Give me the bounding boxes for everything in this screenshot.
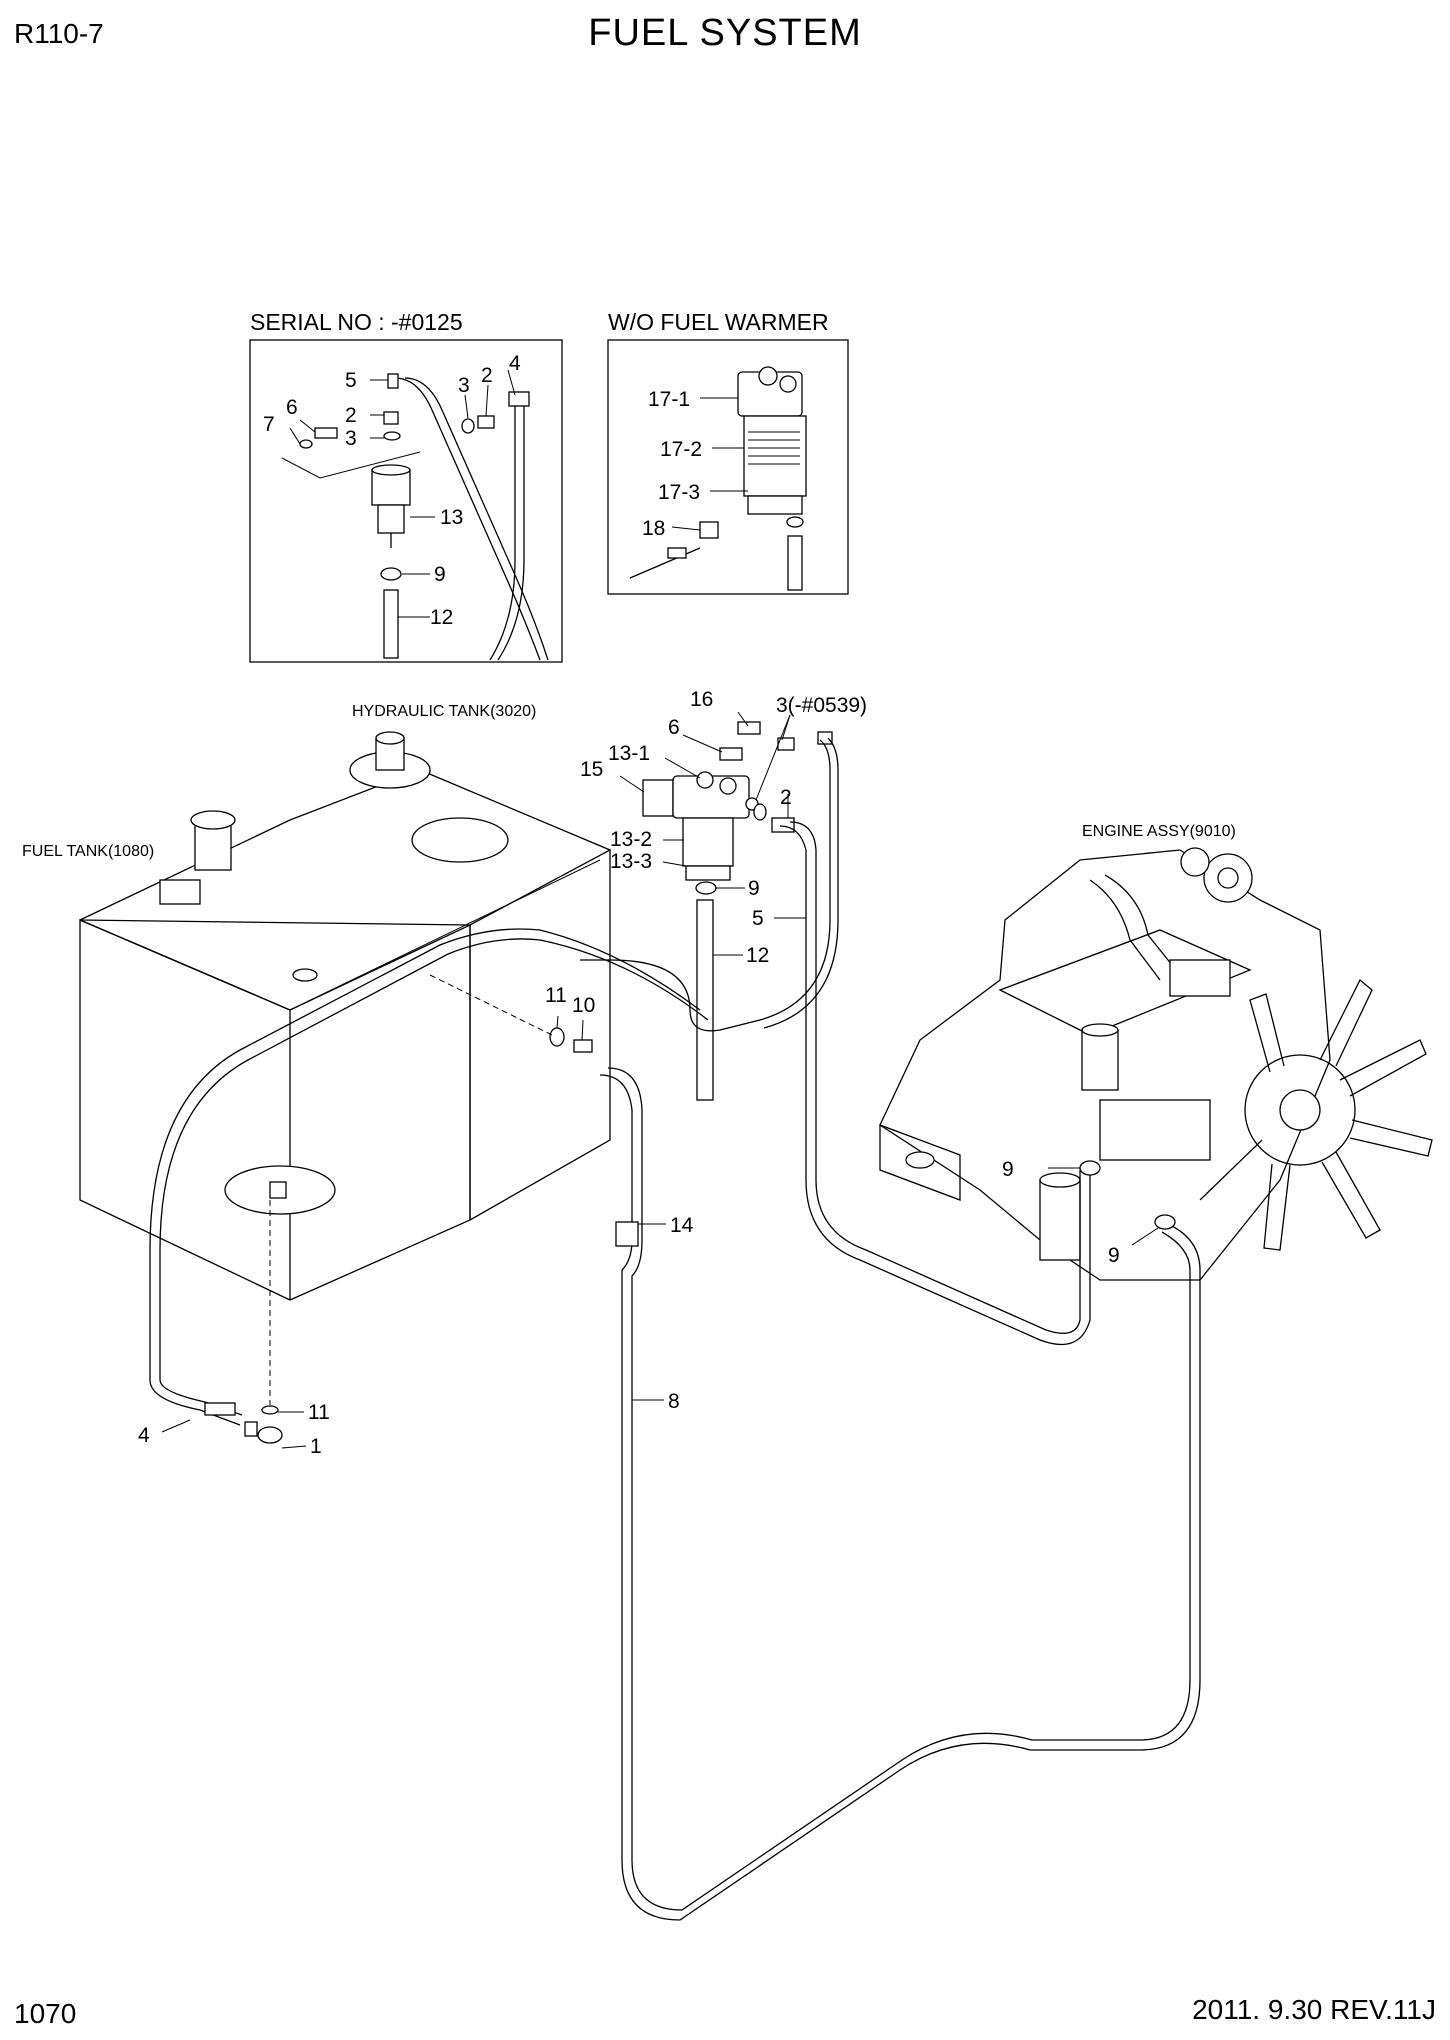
callout-10: 10 xyxy=(572,994,595,1017)
page-number: 1070 xyxy=(14,1998,77,2029)
callout-13-1: 13-1 xyxy=(608,742,650,765)
callout-11-upper: 11 xyxy=(545,984,567,1007)
fuel-tank-label: FUEL TANK(1080) xyxy=(22,843,154,860)
inset-serial-label: 13 xyxy=(440,506,463,529)
callout-3: 3(-#0539) xyxy=(776,694,867,717)
inset-serial-label: 6 xyxy=(286,396,298,419)
callout-9-filter: 9 xyxy=(748,877,760,900)
inset-serial-label: 4 xyxy=(509,352,521,375)
inset-warmer: W/O FUEL WARMER 17-1 17-2 17-3 18 xyxy=(607,309,849,595)
engine-assy-label: ENGINE ASSY(9010) xyxy=(1082,823,1236,840)
callout-leaders xyxy=(161,711,1159,1449)
inset-serial-label: 12 xyxy=(430,606,453,629)
inset-warmer-label: 17-3 xyxy=(658,481,700,504)
callout-1: 1 xyxy=(310,1435,322,1458)
inset-serial: SERIAL NO : -#0125 xyxy=(249,309,563,663)
callout-13-3: 13-3 xyxy=(610,850,652,873)
revision-date: 2011. 9.30 REV.11J xyxy=(1192,1994,1436,2025)
model-code: R110-7 xyxy=(14,18,104,49)
inset-serial-label: 3 xyxy=(458,374,470,397)
inset-serial-caption: SERIAL NO : -#0125 xyxy=(250,309,463,335)
inset-warmer-label: 17-2 xyxy=(660,438,702,461)
callout-14: 14 xyxy=(670,1214,694,1237)
inset-serial-label: 2 xyxy=(345,404,357,427)
hydraulic-tank-label: HYDRAULIC TANK(3020) xyxy=(352,703,536,720)
callout-6: 6 xyxy=(668,716,680,739)
tank-assembly: HYDRAULIC TANK(3020) FUEL TANK(1080) xyxy=(22,703,612,1301)
callout-12: 12 xyxy=(746,944,769,967)
callout-labels: 16 6 3(-#0539) 13-1 15 2 13-2 13-3 9 5 1… xyxy=(138,688,1120,1458)
engine-assembly: ENGINE ASSY(9010) xyxy=(879,823,1433,1281)
callout-8: 8 xyxy=(668,1390,680,1413)
callout-9-engine-a: 9 xyxy=(1002,1158,1014,1181)
inset-warmer-caption: W/O FUEL WARMER xyxy=(608,309,829,335)
inset-serial-label: 7 xyxy=(263,413,275,436)
inset-serial-label: 9 xyxy=(434,563,446,586)
callout-9-engine-b: 9 xyxy=(1108,1244,1120,1267)
callout-11-lower: 11 xyxy=(308,1401,330,1424)
callout-16: 16 xyxy=(690,688,713,711)
inset-warmer-label: 17-1 xyxy=(648,388,690,411)
main-fuel-filter xyxy=(642,721,833,1101)
inset-serial-label: 3 xyxy=(345,427,357,450)
inset-serial-label: 2 xyxy=(481,364,493,387)
fuel-hoses xyxy=(149,737,1201,1921)
callout-4: 4 xyxy=(138,1424,150,1447)
inset-serial-label: 5 xyxy=(345,369,357,392)
callout-15: 15 xyxy=(580,758,603,781)
inset-warmer-label: 18 xyxy=(642,517,665,540)
callout-5: 5 xyxy=(752,907,764,930)
callout-13-2: 13-2 xyxy=(610,828,652,851)
page-title: FUEL SYSTEM xyxy=(588,12,862,54)
callout-2: 2 xyxy=(780,786,792,809)
